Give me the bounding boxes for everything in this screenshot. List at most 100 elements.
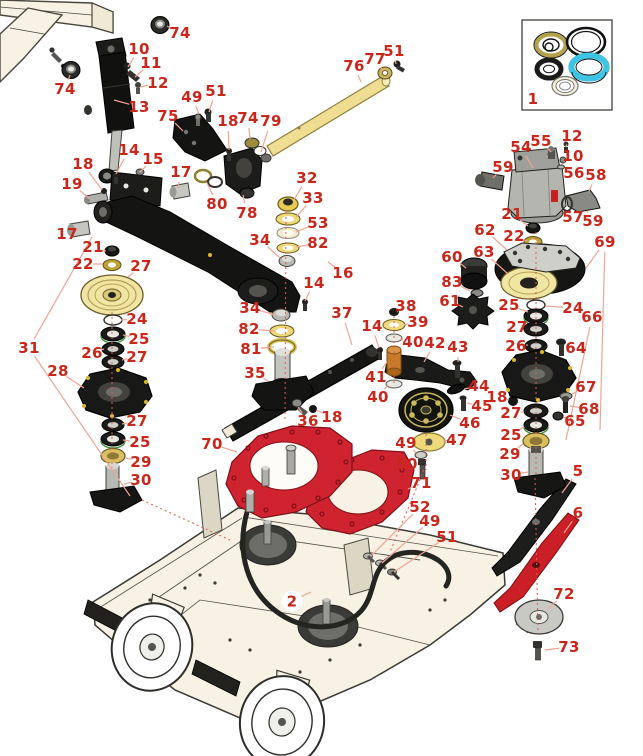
leader-line	[588, 183, 593, 192]
leader-line	[34, 355, 131, 497]
idler-bracket-75	[172, 113, 228, 162]
deck-spindle-hole-left	[239, 520, 297, 566]
grommet-74-left	[61, 61, 81, 79]
leader-line	[259, 310, 277, 316]
right-spindle-lower-stack	[513, 403, 567, 499]
leader-line	[177, 181, 180, 189]
leader-line	[123, 481, 132, 485]
idler-bolt-49-50	[414, 451, 428, 480]
leader-line	[121, 358, 128, 361]
leader-line	[295, 244, 309, 248]
leader-line	[260, 346, 275, 349]
deck-spindle-hole-right	[297, 598, 359, 648]
leader-line	[599, 251, 606, 431]
leader-line	[206, 182, 214, 196]
leader-line	[402, 323, 409, 326]
leader-line	[585, 249, 600, 269]
leader-line	[561, 478, 573, 494]
leader-line	[258, 329, 276, 332]
leader-line	[519, 219, 529, 227]
leader-line	[300, 591, 312, 598]
grommet-74-top	[150, 16, 170, 34]
leader-line	[491, 236, 508, 251]
leader-line	[208, 100, 214, 113]
seal-wear-ring-cyan	[568, 52, 610, 84]
leader-line	[547, 147, 552, 153]
leader-line	[297, 406, 303, 414]
leader-line	[125, 457, 132, 461]
pivot-block-78	[193, 137, 272, 199]
leader-line	[463, 387, 470, 390]
leader-line	[506, 398, 510, 401]
caster-wheel-left	[110, 593, 194, 692]
leader-line	[122, 439, 131, 442]
leader-line	[102, 249, 107, 252]
right-spindle-housing	[501, 349, 577, 403]
leader-line	[344, 322, 353, 346]
spindle-shaft-35	[251, 348, 317, 416]
star-coupler-61	[451, 293, 495, 330]
leader-line	[33, 236, 93, 340]
alignment-axes	[111, 211, 539, 635]
seal-backup-ring	[551, 75, 579, 97]
leader-line	[75, 228, 79, 231]
leader-line	[260, 130, 269, 153]
right-spindle-stack-upper	[523, 299, 566, 356]
leader-line	[79, 189, 91, 200]
leader-line	[490, 258, 509, 275]
leader-line	[449, 414, 461, 420]
leader-line	[586, 210, 589, 213]
leader-line	[263, 377, 269, 382]
arm-end-bolt-14	[302, 299, 308, 311]
leader-line	[248, 127, 251, 140]
leader-line	[525, 155, 534, 169]
leader-line	[327, 261, 336, 268]
leader-line	[227, 130, 230, 151]
pulley-cap-47	[412, 432, 446, 452]
left-spindle-lower-stack	[89, 418, 143, 513]
leader-line	[295, 205, 307, 218]
drive-belt	[240, 509, 452, 630]
leader-line	[315, 409, 324, 414]
leader-line	[101, 348, 105, 351]
leader-lines	[33, 25, 606, 651]
leader-line	[174, 122, 184, 132]
left-spindle-housing-28	[77, 367, 153, 419]
leader-line	[221, 446, 238, 453]
leader-line	[293, 186, 303, 201]
leader-line	[383, 384, 389, 390]
leader-line	[115, 158, 125, 175]
leader-line	[134, 69, 144, 78]
leader-line	[399, 338, 404, 341]
leader-line	[569, 405, 580, 409]
mower-blade-atomic	[493, 512, 580, 613]
leader-line	[113, 99, 130, 105]
leader-line	[519, 426, 525, 431]
leader-line	[242, 194, 246, 204]
leader-line	[139, 84, 149, 88]
idler-pulley-left-27	[80, 274, 144, 316]
spindle-drive-housing-62	[494, 242, 586, 300]
seal-kit-inset	[521, 19, 613, 111]
leader-line	[544, 647, 560, 651]
lift-cylinder	[84, 37, 135, 184]
leader-line	[122, 334, 130, 338]
leader-line	[460, 285, 471, 292]
leader-line	[267, 246, 281, 259]
leader-line	[517, 443, 524, 449]
leader-line	[127, 57, 135, 68]
leader-line	[571, 390, 578, 395]
deck-motor	[475, 141, 601, 224]
leader-line	[459, 262, 467, 269]
leader-line	[381, 527, 423, 564]
leader-line	[565, 326, 591, 441]
leader-line	[523, 239, 528, 242]
idler-arm-42	[384, 354, 478, 391]
belt-guide-posts	[245, 465, 270, 513]
leader-line	[520, 471, 529, 474]
leader-line	[562, 416, 566, 419]
leader-line	[393, 542, 439, 573]
leader-line	[547, 600, 558, 610]
